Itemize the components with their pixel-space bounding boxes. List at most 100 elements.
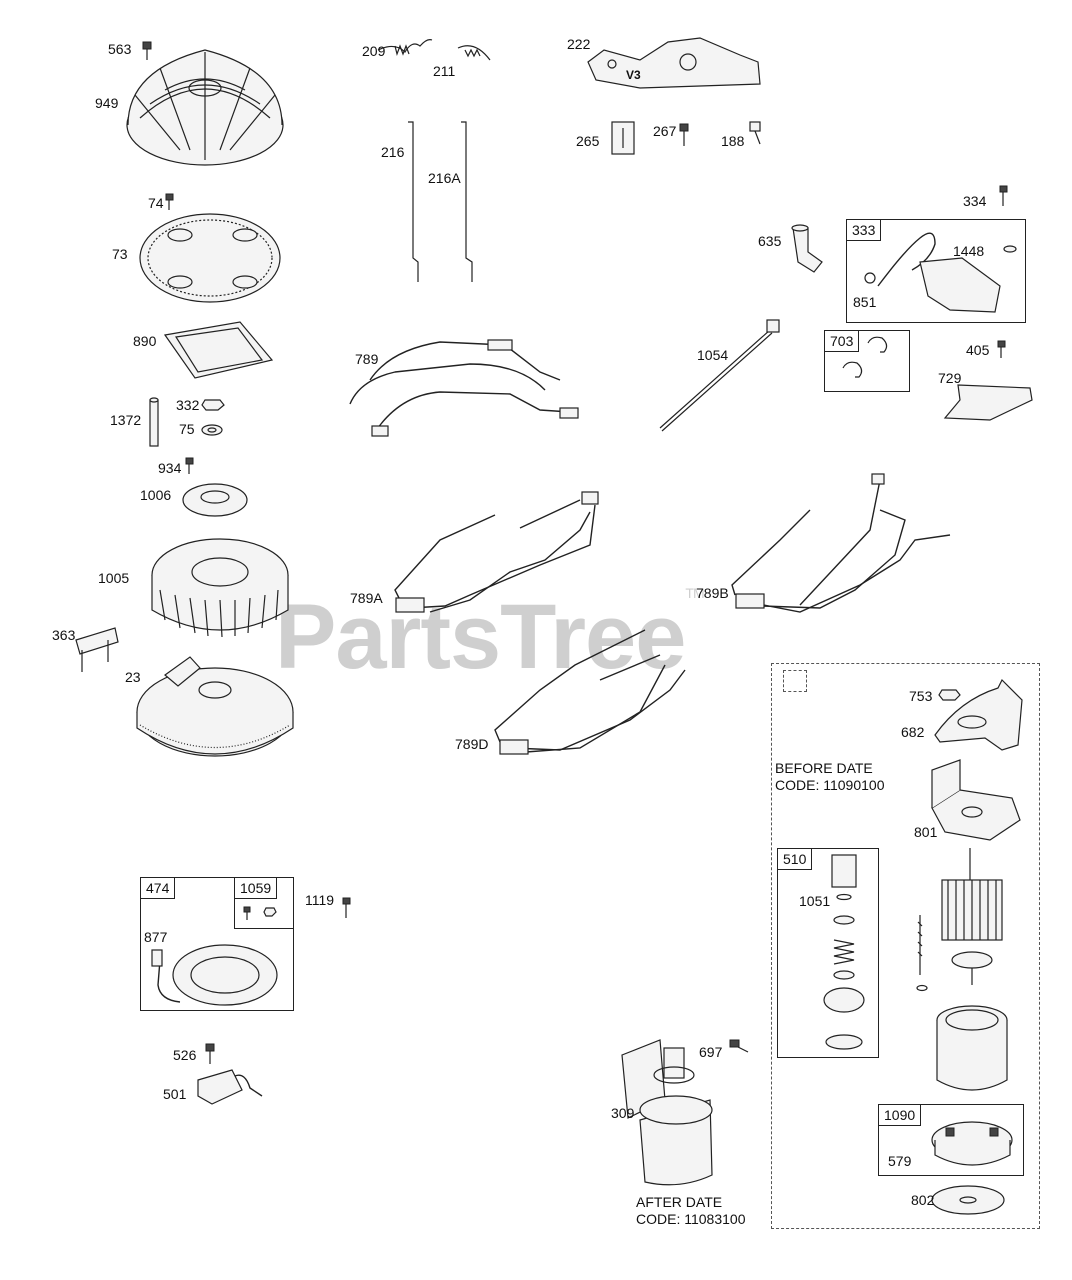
before-date-region: [771, 663, 1040, 1229]
screw-526-part[interactable]: [205, 1043, 215, 1064]
callout-753: 753: [909, 688, 933, 704]
starter-motor-after-part[interactable]: [621, 1039, 713, 1186]
callout-851: 851: [853, 294, 877, 310]
stud-1372-part[interactable]: [149, 397, 159, 447]
callout-334: 334: [963, 193, 987, 209]
screw-405-part[interactable]: [997, 340, 1006, 358]
callout-934: 934: [158, 460, 182, 476]
callout-563: 563: [108, 41, 132, 57]
nut-332-part[interactable]: [201, 399, 225, 411]
brush-holder-1090-part[interactable]: [931, 1121, 1013, 1166]
flywheel-part[interactable]: [136, 656, 294, 757]
box-label-1090: 1090: [878, 1104, 922, 1126]
callout-890: 890: [133, 333, 157, 349]
spark-plug-boot-part[interactable]: [791, 224, 823, 273]
callout-267: 267: [653, 123, 677, 139]
callout-188: 188: [721, 133, 745, 149]
ignition-coil-part[interactable]: [864, 232, 1017, 313]
clip-703-part[interactable]: [842, 336, 888, 378]
kit-box-333: [846, 219, 1026, 323]
kit-box-510: [777, 848, 879, 1058]
callout-209: 209: [362, 43, 386, 59]
bracket-363-part[interactable]: [75, 627, 119, 672]
before-date-line2: CODE: 11090100: [775, 777, 885, 793]
watermark-text: PartsTree: [275, 586, 686, 688]
callout-222: 222: [567, 36, 591, 52]
callout-405: 405: [966, 342, 990, 358]
plate-729-part[interactable]: [943, 384, 1033, 421]
box-label-1059: 1059: [234, 877, 278, 899]
harness-789D-part[interactable]: [494, 629, 686, 755]
fan-retainer-part[interactable]: [182, 483, 248, 517]
spring-211-part[interactable]: [457, 45, 491, 61]
callout-789: 789: [355, 351, 379, 367]
stator-part[interactable]: [151, 944, 278, 1006]
nut-753-part[interactable]: [938, 689, 961, 701]
drive-kit-510-part[interactable]: [823, 854, 865, 1050]
kit-box-1090: [878, 1104, 1024, 1176]
callout-211: 211: [433, 63, 456, 79]
spring-209-part[interactable]: [377, 39, 433, 57]
screw-563-part[interactable]: [142, 41, 152, 60]
before-date-marker: [783, 670, 807, 692]
gasket-890-part[interactable]: [163, 321, 274, 379]
before-date-line1: BEFORE DATE: [775, 760, 873, 776]
v3-marking: V3: [626, 68, 641, 82]
callout-23: 23: [125, 669, 141, 685]
motor-housing-part[interactable]: [936, 1005, 1008, 1091]
link-216-part[interactable]: [408, 121, 419, 282]
watermark-tm: TM: [685, 585, 704, 601]
box-label-703: 703: [824, 330, 860, 352]
callout-579: 579: [888, 1153, 912, 1169]
watermark: PartsTreeTM: [275, 585, 705, 690]
after-date-line2: CODE: 11083100: [636, 1211, 746, 1227]
blower-housing-part[interactable]: [126, 49, 284, 166]
callout-363: 363: [52, 627, 76, 643]
screw-74-part[interactable]: [165, 193, 174, 210]
washer-75-part[interactable]: [201, 424, 223, 436]
callout-697: 697: [699, 1044, 723, 1060]
after-date-note: AFTER DATE CODE: 11083100: [636, 1194, 745, 1228]
cable-tie-part[interactable]: [659, 319, 780, 432]
callout-682: 682: [901, 724, 925, 740]
callout-949: 949: [95, 95, 119, 111]
fasteners-1059-part[interactable]: [243, 906, 277, 920]
callout-1005: 1005: [98, 570, 130, 586]
callout-877: 877: [144, 929, 168, 945]
bolt-188-part[interactable]: [749, 121, 761, 145]
callout-265: 265: [576, 133, 600, 149]
harness-789-part[interactable]: [349, 339, 579, 437]
callout-501: 501: [163, 1086, 187, 1102]
box-label-510: 510: [777, 848, 813, 870]
armature-part[interactable]: [916, 848, 1003, 992]
screw-1119-part[interactable]: [342, 897, 351, 918]
box-label-474: 474: [140, 877, 176, 899]
screw-267-part[interactable]: [679, 123, 689, 146]
screw-697-part[interactable]: [729, 1039, 749, 1053]
callout-789A: 789A: [350, 590, 383, 606]
callout-1054: 1054: [697, 347, 729, 363]
screw-334-part[interactable]: [999, 185, 1008, 206]
flywheel-fan-part[interactable]: [151, 538, 289, 638]
callout-73: 73: [112, 246, 128, 262]
rotating-screen-part[interactable]: [139, 213, 281, 303]
box-label-333: 333: [846, 219, 882, 241]
harness-789B-part[interactable]: [731, 473, 951, 613]
regulator-part[interactable]: [197, 1069, 263, 1105]
shield-682-part[interactable]: [934, 678, 1023, 751]
callout-332: 332: [176, 397, 200, 413]
after-date-line1: AFTER DATE: [636, 1194, 723, 1210]
callout-801: 801: [914, 824, 938, 840]
control-bracket-part[interactable]: [587, 37, 761, 89]
end-cap-801-part[interactable]: [931, 759, 1021, 841]
link-216A-part[interactable]: [461, 121, 473, 282]
callout-802: 802: [911, 1192, 935, 1208]
screw-934-part[interactable]: [185, 457, 194, 474]
callout-635: 635: [758, 233, 782, 249]
part-265[interactable]: [611, 121, 635, 155]
end-plate-802-part[interactable]: [931, 1185, 1005, 1215]
callout-1372: 1372: [110, 412, 142, 428]
kit-box-703: [824, 330, 910, 392]
harness-789A-part[interactable]: [394, 491, 599, 613]
